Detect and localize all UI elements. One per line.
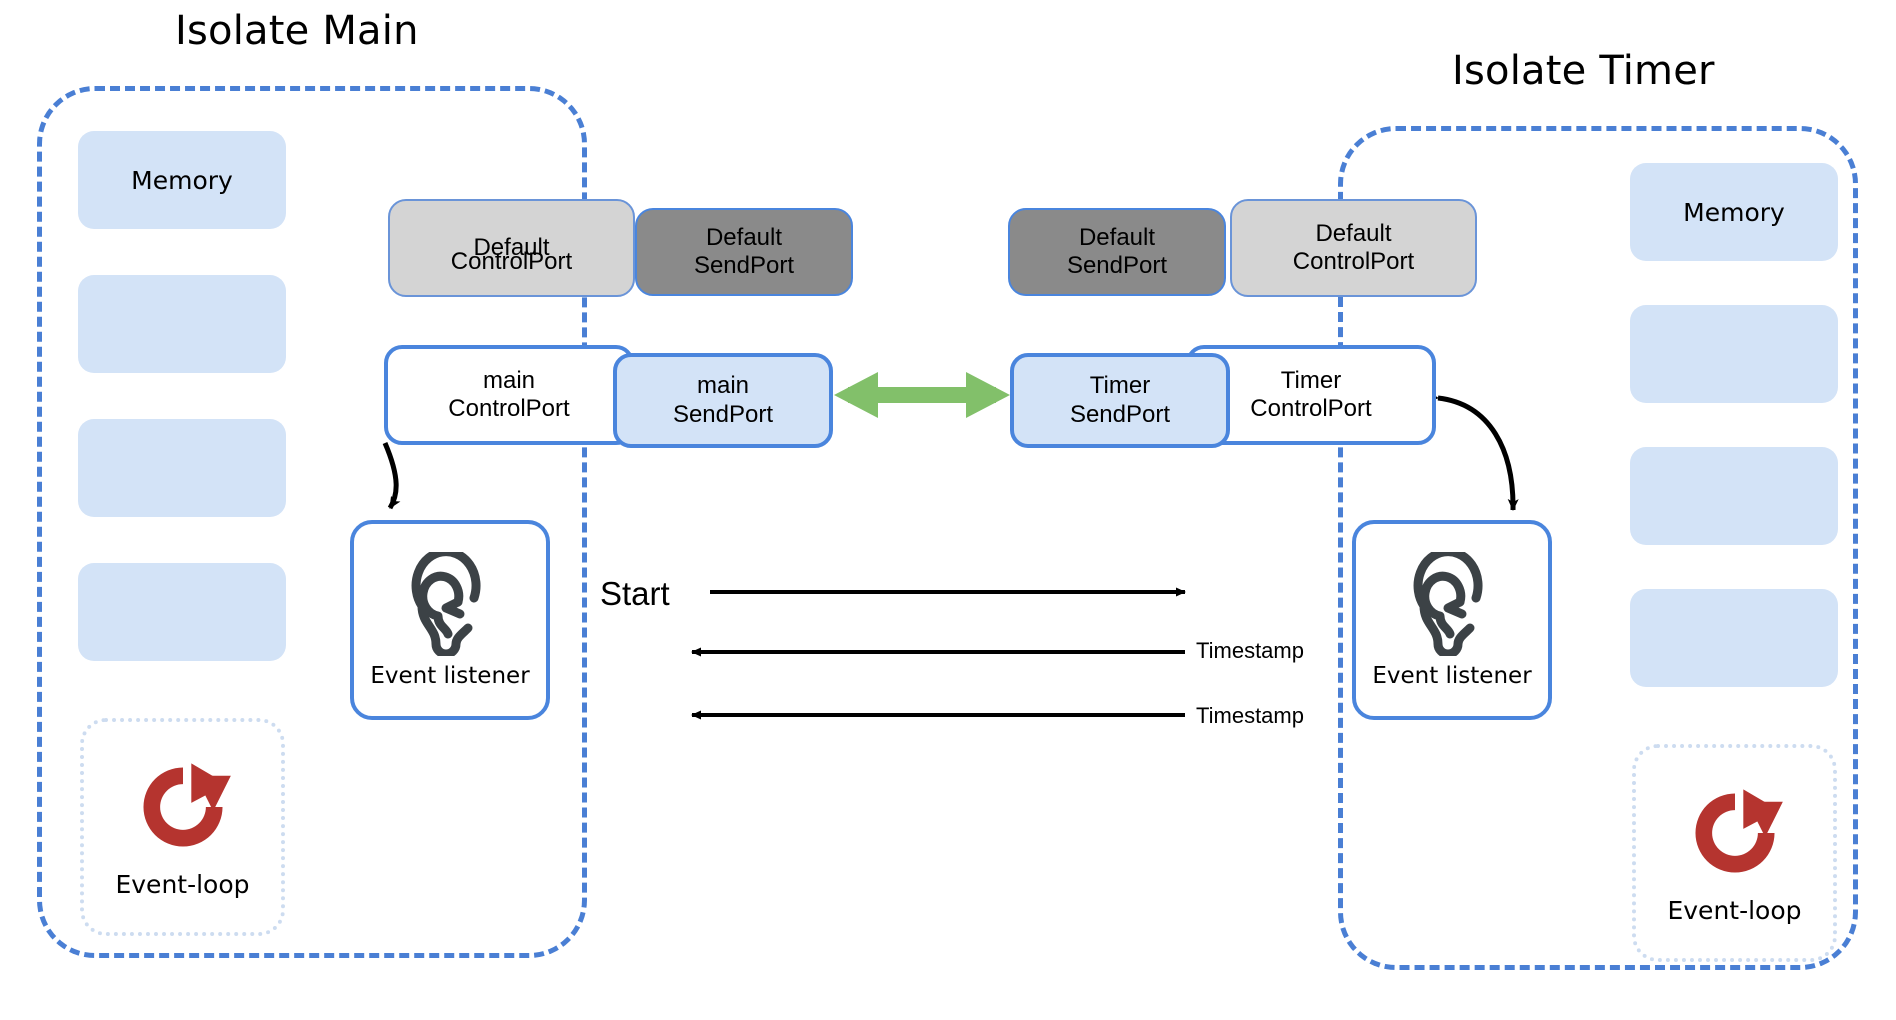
sendport-link-arrow (834, 372, 1010, 418)
port-line-1: Default (1078, 223, 1156, 251)
memory-block (78, 275, 286, 373)
port-line-2: SendPort (693, 252, 795, 279)
default-send-port-timer[interactable]: Default SendPort (1008, 208, 1226, 296)
port-line-1: main (696, 372, 750, 400)
memory-block (1630, 589, 1838, 687)
timestamp-message-1-label: Timestamp (1196, 638, 1304, 663)
port-line-2: ControlPort (448, 395, 570, 422)
circular-arrow-icon (131, 755, 235, 864)
port-line-1: Default (1315, 219, 1392, 247)
circular-arrow-icon (1683, 781, 1787, 890)
main-send-port[interactable]: main SendPort (613, 353, 833, 448)
memory-block: Memory (1630, 163, 1838, 261)
event-listener-label: Event listener (370, 662, 530, 689)
isolate-main-title: Isolate Main (175, 8, 419, 54)
default-control-port-timer[interactable]: Default ControlPort (1230, 199, 1477, 297)
port-line-1: Timer (1089, 372, 1151, 400)
memory-block (78, 419, 286, 517)
memory-label: Memory (131, 165, 233, 195)
port-line-2: ControlPort (1292, 248, 1415, 275)
port-line-1: main (482, 366, 536, 394)
memory-block (78, 563, 286, 661)
default-control-port-main-text: ControlPort (388, 199, 635, 297)
port-line-2: ControlPort (450, 247, 573, 275)
memory-block (1630, 305, 1838, 403)
start-message-label: Start (600, 575, 670, 612)
port-line-2: SendPort (1066, 252, 1168, 279)
ear-icon (1404, 546, 1500, 661)
isolate-timer-title: Isolate Timer (1452, 48, 1715, 94)
port-line-1: Timer (1280, 366, 1342, 394)
isolate-main-boundary (37, 86, 587, 958)
port-line-2: ControlPort (1250, 395, 1372, 422)
default-control-port-main[interactable]: Default (388, 199, 635, 297)
port-line-1: Default (705, 223, 783, 251)
timestamp-message-2-label: Timestamp (1196, 703, 1304, 728)
main-control-port[interactable]: main ControlPort (384, 345, 634, 445)
event-loop-box: Event-loop (80, 718, 285, 936)
isolate-timer-boundary (1338, 126, 1858, 970)
event-loop-label: Event-loop (115, 870, 250, 899)
memory-block: Memory (78, 131, 286, 229)
event-listener-label: Event listener (1372, 662, 1532, 689)
default-send-port-main[interactable]: Default SendPort (635, 208, 853, 296)
port-line-2: SendPort (672, 400, 774, 428)
ear-icon (402, 546, 498, 661)
memory-label: Memory (1683, 197, 1785, 227)
default-control-port-main-label: Default (473, 233, 550, 261)
timer-send-port[interactable]: Timer SendPort (1010, 353, 1230, 448)
event-listener-box: Event listener (350, 520, 550, 720)
event-loop-box: Event-loop (1632, 744, 1837, 962)
port-line-2: SendPort (1069, 400, 1171, 428)
event-loop-label: Event-loop (1667, 896, 1802, 925)
event-listener-box: Event listener (1352, 520, 1552, 720)
memory-block (1630, 447, 1838, 545)
